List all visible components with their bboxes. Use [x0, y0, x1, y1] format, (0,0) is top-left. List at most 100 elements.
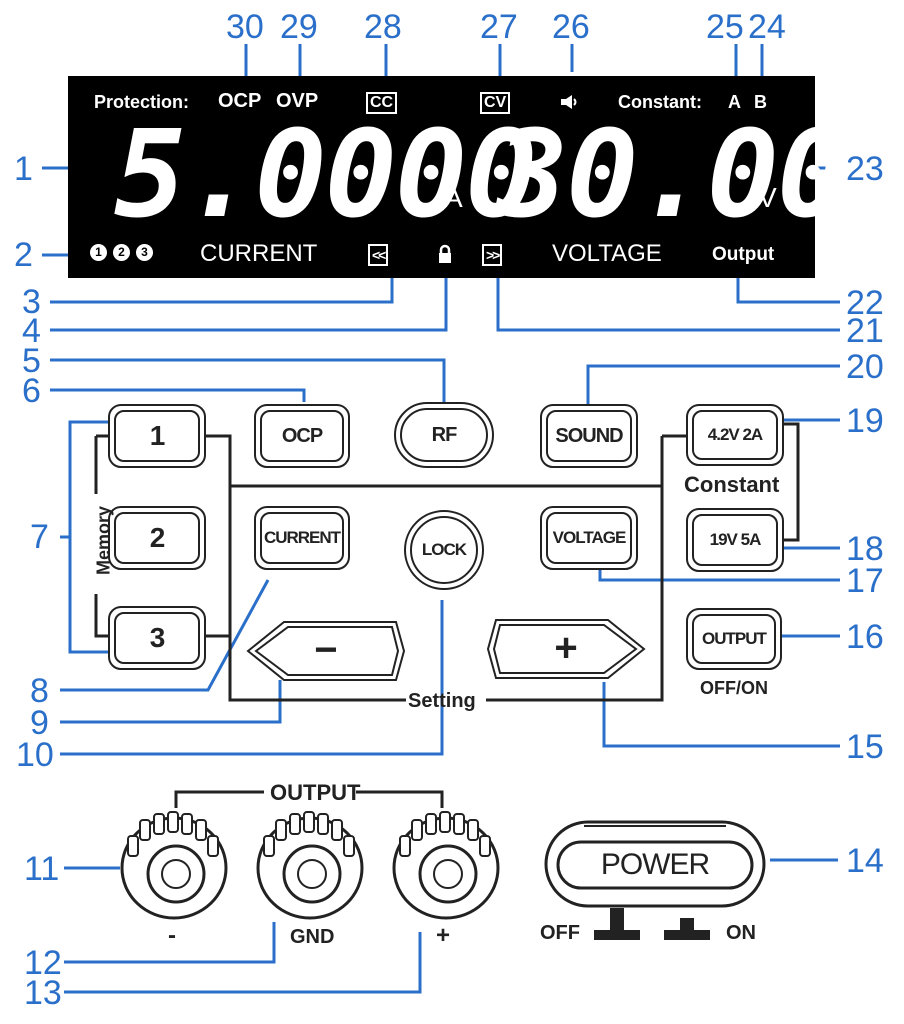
- constant-a-indicator: A: [728, 92, 741, 112]
- leader-10: [60, 600, 444, 756]
- output-bracket: [174, 790, 444, 808]
- constant-bracket: [784, 422, 800, 542]
- callout-6: 6: [22, 372, 41, 410]
- constant-b-label: 19V 5A: [692, 514, 778, 566]
- callout-25: 25: [706, 8, 744, 46]
- memory-1-button[interactable]: 1: [108, 404, 206, 468]
- output-indicator: Output: [712, 244, 775, 265]
- output-terminals-label: OUTPUT: [270, 780, 361, 805]
- left-arrow-indicator: <<: [368, 244, 389, 266]
- terminal-plus[interactable]: [390, 806, 502, 920]
- callout-16: 16: [846, 618, 884, 656]
- callout-15: 15: [846, 728, 884, 766]
- callout-8: 8: [30, 672, 49, 710]
- minus-label: −: [314, 628, 338, 672]
- voltage-button[interactable]: VOLTAGE: [540, 506, 638, 570]
- current-button[interactable]: CURRENT: [254, 506, 350, 570]
- sound-button-label: SOUND: [546, 410, 632, 462]
- setting-label: Setting: [408, 690, 476, 712]
- plus-label: +: [554, 626, 578, 670]
- leader-13: [64, 932, 422, 994]
- callout-12: 12: [24, 944, 62, 982]
- memory-2-button[interactable]: 2: [108, 506, 206, 570]
- callout-20: 20: [846, 348, 884, 386]
- callout-28: 28: [364, 8, 402, 46]
- callout-27: 27: [480, 8, 518, 46]
- leader-15: [602, 682, 840, 748]
- plus-button[interactable]: +: [486, 618, 646, 680]
- protection-label: Protection:: [94, 92, 190, 112]
- callout-30: 30: [226, 8, 264, 46]
- constant-b-button[interactable]: 19V 5A: [686, 508, 784, 572]
- constant-b-indicator: B: [754, 92, 767, 112]
- lock-button-label: LOCK: [410, 516, 478, 584]
- leader-6: [50, 388, 306, 402]
- power-button-label: POWER: [600, 848, 710, 881]
- memory-2-label: 2: [114, 512, 200, 564]
- power-button[interactable]: POWER: [544, 820, 766, 908]
- leader-12: [64, 922, 276, 964]
- output-off-on-label: OFF/ON: [700, 678, 768, 698]
- current-readout: 5.0000: [114, 106, 537, 245]
- current-label: CURRENT: [200, 240, 318, 267]
- cc-indicator: CC: [366, 92, 398, 114]
- leader-5: [50, 358, 446, 402]
- leader-7: [60, 420, 108, 654]
- voltage-unit: V: [758, 182, 777, 213]
- callout-17: 17: [846, 562, 884, 600]
- leader-20: [586, 364, 840, 404]
- callout-3: 3: [22, 283, 41, 321]
- rf-button[interactable]: RF: [394, 402, 494, 468]
- callout-29: 29: [280, 8, 318, 46]
- output-button[interactable]: OUTPUT: [686, 608, 782, 670]
- lock-button[interactable]: LOCK: [404, 510, 484, 590]
- leader-9: [60, 680, 282, 724]
- constant-label: Constant: [684, 472, 780, 497]
- speaker-icon: [560, 94, 578, 115]
- terminal-minus-label: -: [168, 922, 176, 949]
- power-off-label: OFF: [540, 922, 580, 944]
- voltage-label: VOLTAGE: [552, 240, 662, 267]
- callout-22: 22: [846, 284, 884, 322]
- leader-17: [598, 570, 840, 582]
- lock-icon: [438, 244, 452, 269]
- callout-26: 26: [552, 8, 590, 46]
- callout-14: 14: [846, 842, 884, 880]
- constant-a-button[interactable]: 4.2V 2A: [686, 404, 784, 466]
- ocp-indicator: OCP: [218, 90, 262, 112]
- callout-4: 4: [22, 312, 41, 350]
- memory-3-button[interactable]: 3: [108, 606, 206, 670]
- callout-18: 18: [846, 530, 884, 568]
- memory-2-indicator: 2: [113, 244, 130, 261]
- callout-23: 23: [846, 150, 884, 188]
- voltage-readout: 30.00: [496, 106, 849, 245]
- ocp-button[interactable]: OCP: [254, 404, 350, 468]
- memory-3-indicator: 3: [136, 244, 153, 261]
- memory-3-label: 3: [114, 612, 200, 664]
- leader-4: [50, 258, 448, 332]
- power-off-symbol: [594, 906, 640, 947]
- output-button-label: OUTPUT: [692, 614, 776, 664]
- callout-19: 19: [846, 402, 884, 440]
- current-unit: A: [444, 182, 463, 213]
- voltage-button-label: VOLTAGE: [546, 512, 632, 564]
- callout-7: 7: [30, 518, 49, 556]
- ocp-button-label: OCP: [260, 410, 344, 462]
- power-on-symbol: [664, 916, 710, 947]
- memory-1-indicator: 1: [90, 244, 107, 261]
- callout-13: 13: [24, 974, 62, 1012]
- cv-indicator: CV: [480, 92, 511, 114]
- minus-button[interactable]: −: [246, 620, 406, 682]
- callout-10: 10: [16, 736, 54, 774]
- sound-button[interactable]: SOUND: [540, 404, 638, 468]
- leader-3: [50, 276, 394, 304]
- leader-22: [736, 270, 840, 304]
- terminal-gnd-label: GND: [290, 926, 335, 948]
- ovp-indicator: OVP: [276, 90, 319, 112]
- callout-21: 21: [846, 312, 884, 350]
- terminal-gnd[interactable]: [254, 806, 366, 920]
- power-on-label: ON: [726, 922, 756, 944]
- terminal-minus[interactable]: [118, 806, 230, 920]
